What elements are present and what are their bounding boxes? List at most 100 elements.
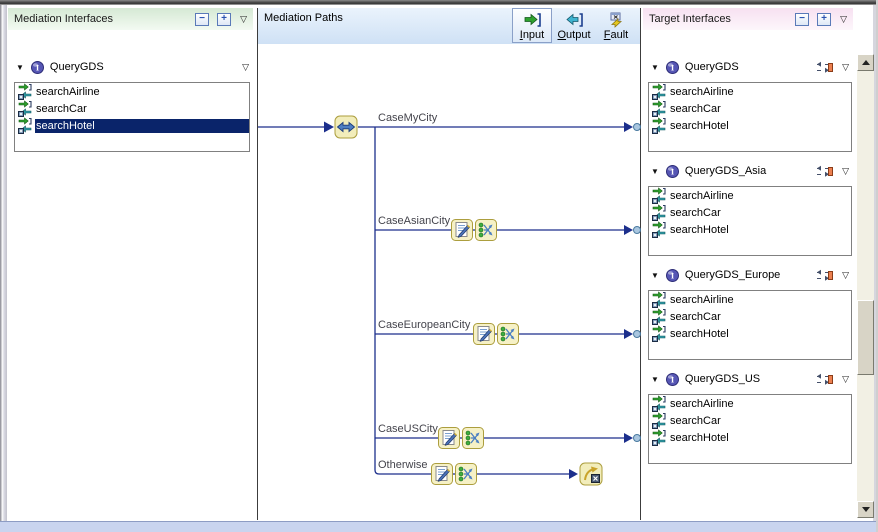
interface-icon: I [665,372,679,386]
interface-icon: I [665,60,679,74]
operation-icon [652,395,666,412]
input-button[interactable]: Input [512,8,552,43]
arrowhead [569,469,578,479]
scroll-up-button[interactable] [857,54,874,71]
operation-row[interactable]: searchCar [15,100,249,117]
mediation-paths-header: Mediation Paths Input Output [258,8,640,44]
operation-row[interactable]: searchAirline [649,187,851,204]
callout-icon[interactable] [815,373,834,386]
custom-mediation-node[interactable] [455,463,477,485]
expand-all-button[interactable]: + [817,12,832,26]
branch-label-otherwise[interactable]: Otherwise [378,459,428,471]
interface-name: QueryGDS_Europe [684,269,781,281]
fault-icon [608,11,625,28]
arrowhead [624,225,633,235]
input-icon [524,11,541,28]
operation-label: searchCar [36,102,87,115]
section-menu-icon[interactable]: ▽ [842,269,849,280]
custom-mediation-node[interactable] [462,427,484,449]
source-operation-list: searchAirline searchCar searchHotel [14,82,250,152]
left-border [0,5,7,524]
svg-text:I: I [36,62,40,72]
collapse-icon[interactable]: ▼ [651,374,659,384]
operation-row[interactable]: searchHotel [649,117,851,134]
branch-label-caseuscity[interactable]: CaseUSCity [378,423,438,435]
branch-trunk [374,127,380,475]
target-interface-section-header: ▼ I QueryGDS_Europe ▽ [643,266,853,284]
callout-icon[interactable] [815,165,834,178]
section-menu-icon[interactable]: ▽ [842,165,849,176]
operation-row[interactable]: searchHotel [649,221,851,238]
callout-icon[interactable] [815,61,834,74]
operation-icon [18,83,32,100]
message-filter-node[interactable] [334,115,358,139]
operation-label: searchCar [670,310,721,323]
message-setter-node[interactable] [473,323,495,345]
operation-icon [652,204,666,221]
mediation-paths-panel: Mediation Paths Input Output [257,8,641,520]
operation-row[interactable]: searchHotel [15,117,249,134]
operation-label: searchAirline [670,293,734,306]
fault-button-label: Fault [603,29,629,41]
operation-row[interactable]: searchHotel [649,325,851,342]
vertical-scrollbar[interactable] [857,54,874,518]
operation-row[interactable]: searchAirline [649,291,851,308]
operation-icon [652,308,666,325]
operation-icon [652,83,666,100]
operation-label: searchCar [670,414,721,427]
section-menu-icon[interactable]: ▽ [842,61,849,72]
operation-row[interactable]: searchCar [649,308,851,325]
operation-row[interactable]: searchCar [649,204,851,221]
collapse-icon[interactable]: ▼ [651,166,659,176]
operation-label: searchHotel [670,223,729,236]
custom-mediation-node[interactable] [497,323,519,345]
output-icon [565,11,583,28]
panel-menu-icon[interactable]: ▽ [840,13,847,24]
operation-row[interactable]: searchAirline [15,83,249,100]
collapse-all-button[interactable]: − [195,12,210,26]
fail-node[interactable] [579,462,603,486]
collapse-all-button[interactable]: − [795,12,810,26]
interface-icon: I [665,268,679,282]
operation-label: searchAirline [670,397,734,410]
operation-row[interactable]: searchHotel [649,429,851,446]
message-setter-node[interactable] [451,219,473,241]
scroll-down-button[interactable] [857,501,874,518]
operation-row[interactable]: searchAirline [649,395,851,412]
collapse-icon[interactable]: ▼ [16,62,24,72]
custom-mediation-node[interactable] [475,219,497,241]
input-button-label: Input [519,29,545,41]
branch-label-caseeuropeancity[interactable]: CaseEuropeanCity [378,319,471,331]
operation-row[interactable]: searchAirline [649,83,851,100]
target-interfaces-header: Target Interfaces − + ▽ [643,8,853,30]
fault-button[interactable]: Fault [596,8,636,43]
message-setter-node[interactable] [431,463,453,485]
operation-label: searchHotel [670,327,729,340]
operation-label: searchHotel [670,119,729,132]
operation-row[interactable]: searchCar [649,100,851,117]
operation-icon [652,100,666,117]
expand-all-button[interactable]: + [217,12,232,26]
callout-icon[interactable] [815,269,834,282]
mediation-interfaces-header: Mediation Interfaces − + ▽ [8,8,253,30]
message-setter-node[interactable] [438,427,460,449]
section-menu-icon[interactable]: ▽ [842,373,849,384]
output-button[interactable]: Output [554,8,594,43]
scrollbar-thumb[interactable] [857,300,874,375]
operation-row[interactable]: searchCar [649,412,851,429]
panel-menu-icon[interactable]: ▽ [240,13,247,24]
branch-label-casemycity[interactable]: CaseMyCity [378,112,438,124]
flow-toolbar: Input Output Fault [510,8,640,43]
branch-label-caseasiancity[interactable]: CaseAsianCity [378,215,451,227]
section-menu-icon[interactable]: ▽ [242,61,249,72]
right-border [873,5,876,521]
operation-label: searchHotel [670,431,729,444]
collapse-icon[interactable]: ▼ [651,62,659,72]
operation-label: searchHotel [35,118,249,133]
collapse-icon[interactable]: ▼ [651,270,659,280]
interface-icon: I [30,60,44,74]
